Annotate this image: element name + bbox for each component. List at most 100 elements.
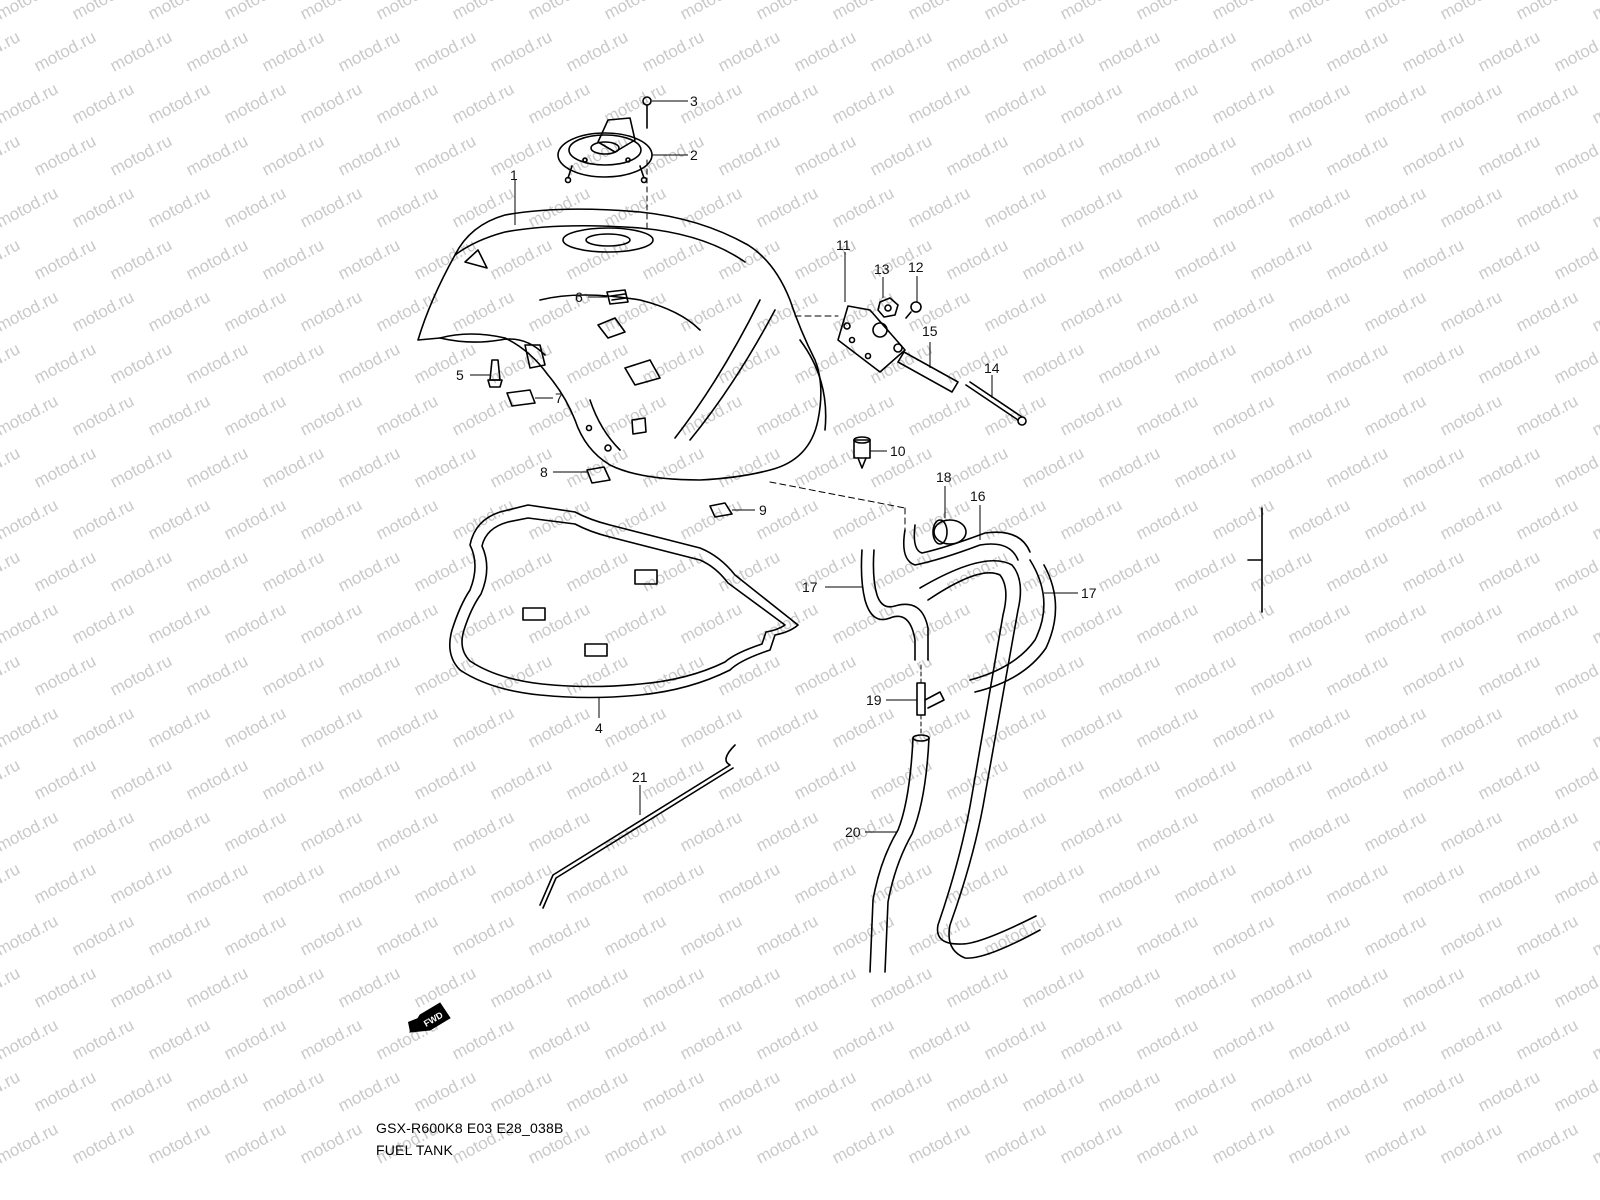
bent-hose-part-right[interactable] [969,559,1057,693]
callout-17-left[interactable]: 17 [802,579,818,595]
rod-part[interactable] [539,744,736,909]
callout-7[interactable]: 7 [555,390,563,406]
watermark-text: motod.ru [1133,183,1201,231]
watermark-text: motod.ru [1209,79,1277,127]
watermark-text: motod.ru [1551,443,1600,491]
watermark-text: motod.ru [373,287,441,335]
watermark-text: motod.ru [1399,443,1467,491]
t-joint-part[interactable] [916,682,945,716]
watermark-text: motod.ru [1057,599,1125,647]
watermark-text: motod.ru [1019,651,1087,699]
cushion-part-7[interactable] [506,389,536,407]
watermark-text: motod.ru [449,911,517,959]
watermark-text: motod.ru [1285,79,1353,127]
watermark-text: motod.ru [1399,339,1467,387]
watermark-text: motod.ru [1285,1015,1353,1063]
callout-3[interactable]: 3 [690,93,698,109]
watermark-text: motod.ru [183,131,251,179]
watermark-text: motod.ru [145,911,213,959]
cushion-part-8[interactable] [586,466,611,484]
callout-12[interactable]: 12 [908,259,924,275]
bent-hose-part-left[interactable] [860,524,1031,661]
watermark-text: motod.ru [0,131,23,179]
watermark-text: motod.ru [0,755,23,803]
callout-10[interactable]: 10 [890,443,906,459]
watermark-text: motod.ru [867,547,935,595]
watermark-text: motod.ru [145,1015,213,1063]
watermark-text: motod.ru [1133,1119,1201,1167]
watermark-text: motod.ru [69,79,137,127]
watermark-text: motod.ru [677,599,745,647]
watermark-text: motod.ru [601,1119,669,1167]
watermark-text: motod.ru [1399,1067,1467,1115]
callout-2[interactable]: 2 [690,147,698,163]
pad-part-6[interactable] [606,289,629,305]
watermark-text: motod.ru [145,287,213,335]
callout-11[interactable]: 11 [836,237,851,253]
watermark-text: motod.ru [1475,339,1543,387]
watermark-text: motod.ru [69,287,137,335]
grommet-part[interactable] [932,519,967,545]
watermark-text: motod.ru [601,703,669,751]
callout-6[interactable]: 6 [575,289,583,305]
watermark-text: motod.ru [525,0,593,24]
watermark-text: motod.ru [0,703,61,751]
bolt-part[interactable] [487,359,503,388]
watermark-text: motod.ru [715,1067,783,1115]
watermark-text: motod.ru [1247,963,1315,1011]
tank-gasket-part[interactable] [449,504,799,699]
watermark-text: motod.ru [0,1119,61,1167]
callout-5[interactable]: 5 [456,367,464,383]
watermark-text: motod.ru [1247,235,1315,283]
watermark-text: motod.ru [0,1015,61,1063]
watermark-text: motod.ru [1551,27,1600,75]
watermark-text: motod.ru [1513,0,1581,24]
long-hose-part[interactable] [919,559,1041,959]
callout-13[interactable]: 13 [874,261,890,277]
callout-19[interactable]: 19 [866,692,882,708]
nut-part-13[interactable] [877,297,899,318]
callout-14[interactable]: 14 [984,360,1000,376]
watermark-text: motod.ru [563,547,631,595]
watermark-text: motod.ru [1361,1119,1429,1167]
callout-15[interactable]: 15 [922,323,938,339]
watermark-text: motod.ru [297,183,365,231]
watermark-text: motod.ru [183,755,251,803]
watermark-text: motod.ru [335,963,403,1011]
callout-20[interactable]: 20 [845,824,861,840]
cushion-part-9[interactable] [709,502,733,518]
callout-21[interactable]: 21 [632,769,648,785]
watermark-text: motod.ru [0,183,61,231]
callout-17-right[interactable]: 17 [1081,585,1097,601]
watermark-text: motod.ru [1399,963,1467,1011]
watermark-text: motod.ru [1551,131,1600,179]
watermark-text: motod.ru [829,495,897,543]
bracket-plate-part[interactable] [837,305,906,373]
watermark-text: motod.ru [753,79,821,127]
callout-9[interactable]: 9 [759,502,767,518]
watermark-text: motod.ru [1475,27,1543,75]
drain-hose-part[interactable] [869,734,930,973]
callout-1[interactable]: 1 [510,167,518,183]
fuel-tank-part[interactable] [417,208,827,481]
watermark-text: motod.ru [1209,0,1277,24]
watermark-text: motod.ru [1019,235,1087,283]
watermark-text: motod.ru [145,183,213,231]
watermark-text: motod.ru [677,911,745,959]
watermark-text: motod.ru [1361,911,1429,959]
watermark-text: motod.ru [715,131,783,179]
long-bolt-part[interactable] [965,381,1027,426]
screw-part[interactable] [642,96,652,129]
watermark-text: motod.ru [31,1067,99,1115]
watermark-text: motod.ru [107,755,175,803]
callout-4[interactable]: 4 [595,720,603,736]
watermark-text: motod.ru [1057,79,1125,127]
watermark-text: motod.ru [1171,443,1239,491]
collar-part[interactable] [897,351,959,393]
callout-16[interactable]: 16 [970,488,986,504]
callout-18[interactable]: 18 [936,469,952,485]
callout-8[interactable]: 8 [540,464,548,480]
damper-part[interactable] [853,436,871,469]
watermark-text: motod.ru [1209,599,1277,647]
bolt-part-12[interactable] [905,301,922,319]
